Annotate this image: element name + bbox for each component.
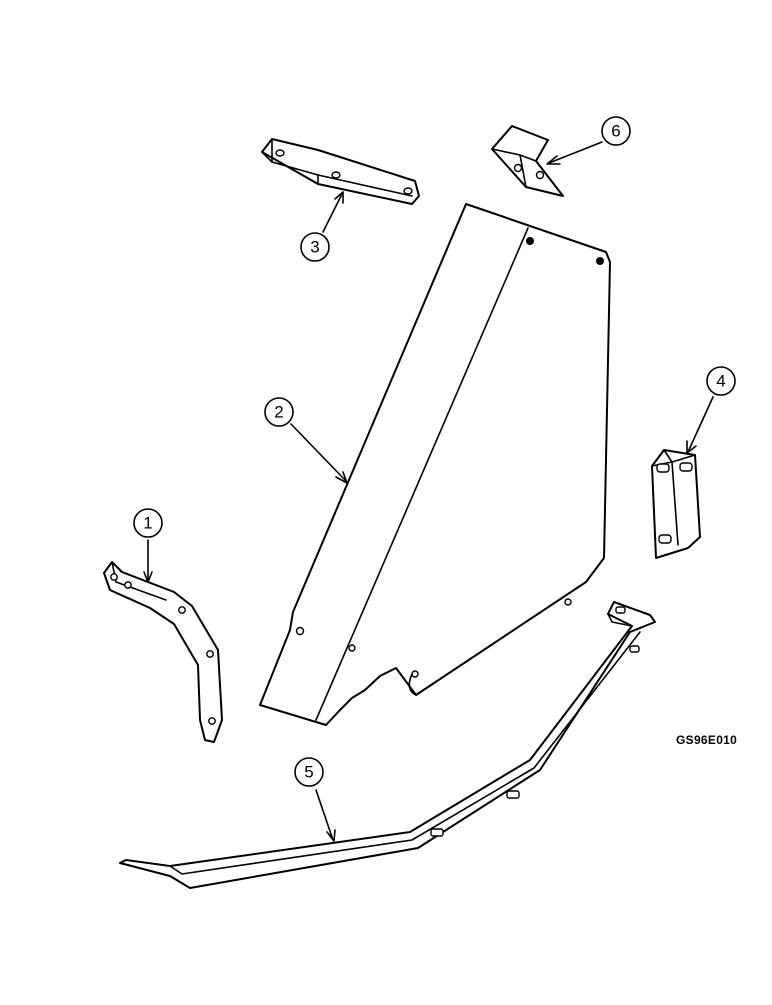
part-2-side-shield: [259, 203, 611, 726]
callout-3: 3: [300, 232, 330, 262]
callout-4-label: 4: [716, 372, 725, 391]
callout-6: 6: [601, 116, 631, 146]
part-3-angle-bracket: [261, 138, 420, 205]
callout-3-label: 3: [310, 238, 319, 257]
callout-2-label: 2: [274, 403, 283, 422]
part-5-bottom-bar: [119, 601, 656, 889]
callout-4: 4: [706, 366, 736, 396]
callout-6-label: 6: [611, 122, 620, 141]
callout-5: 5: [294, 757, 324, 787]
callout-2: 2: [264, 397, 294, 427]
callout-leaders: [143, 141, 714, 842]
part-6-small-bracket: [491, 125, 564, 197]
callout-5-label: 5: [304, 763, 313, 782]
callout-1: 1: [133, 508, 163, 538]
callout-1-label: 1: [143, 514, 152, 533]
part-4-vertical-bracket: [651, 449, 701, 559]
part-1-bent-strap: [103, 561, 223, 743]
figure-code: GS96E010: [676, 733, 737, 747]
